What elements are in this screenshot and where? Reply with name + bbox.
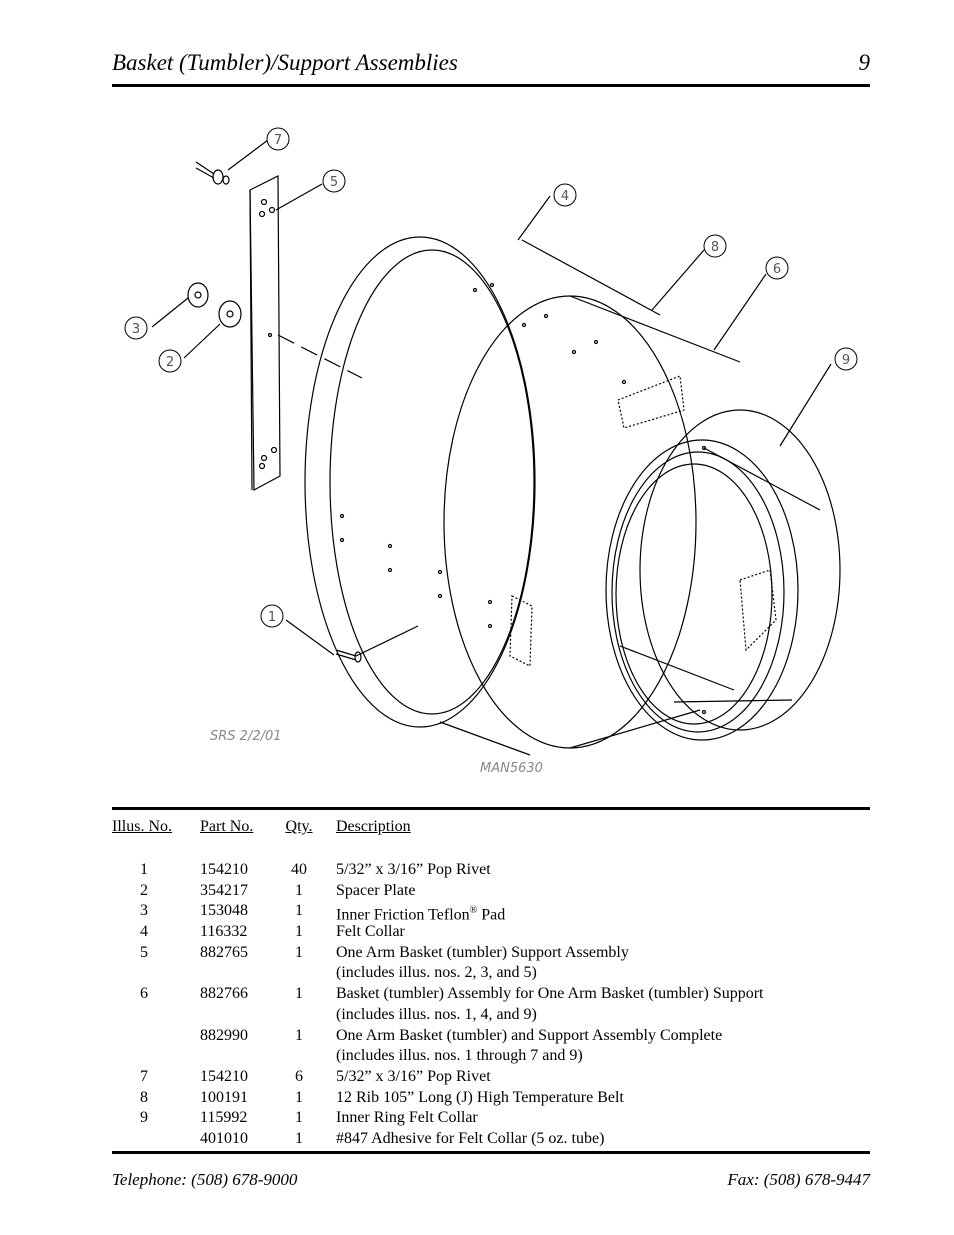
part-no-cell: 116332 [200, 923, 248, 941]
table-row: 882990 1 One Arm Basket (tumbler) and Supp… [112, 1026, 870, 1047]
table-row: (includes illus. nos. 1 through 7 and 9) [112, 1046, 870, 1067]
part-no-cell: 882765 [200, 943, 248, 961]
fax-number: Fax: (508) 678-9447 [727, 1170, 870, 1189]
qty-cell: 1 [295, 1026, 303, 1044]
table-row: 5 882765 1 One Arm Basket (tumbler) Support… [112, 943, 870, 964]
header-qty: Qty. [285, 818, 313, 835]
header-part-no: Part No. [200, 818, 254, 835]
description-cell: #847 Adhesive for Felt Collar (5 oz. tub… [336, 1129, 605, 1147]
callout-label-7: 7 [274, 133, 282, 148]
qty-cell: 1 [295, 985, 303, 1003]
description-cell: Felt Collar [336, 923, 405, 941]
callout-label-5: 5 [330, 175, 338, 190]
description-tail: Pad [477, 906, 506, 924]
part-no-cell: 401010 [200, 1129, 248, 1147]
part-no-cell: 115992 [200, 1109, 248, 1127]
table-row: 1 154210 40 5/32” x 3/16” Pop Rivet [112, 860, 870, 881]
table-row: 4 116332 1 Felt Collar [112, 922, 870, 943]
header-illus-no: Illus. No. [112, 818, 172, 835]
qty-cell: 1 [295, 923, 303, 941]
illus-no-cell: 6 [140, 985, 148, 1003]
page-number: 9 [858, 50, 871, 75]
callout-label-1: 1 [268, 610, 276, 625]
description-cell: Inner Ring Felt Collar [336, 1109, 478, 1127]
illus-no-cell: 1 [140, 861, 148, 878]
table-row: 7 154210 6 5/32” x 3/16” Pop Rivet [112, 1067, 870, 1088]
description-cell: (includes illus. nos. 1, 4, and 9) [336, 1005, 537, 1023]
qty-cell: 40 [291, 861, 307, 878]
description-cell: One Arm Basket (tumbler) and Support Ass… [336, 1026, 723, 1044]
illus-no-cell: 8 [140, 1088, 148, 1106]
qty-cell: 1 [295, 1109, 303, 1127]
qty-cell: 1 [295, 902, 303, 920]
description-cell: 5/32” x 3/16” Pop Rivet [336, 861, 491, 878]
page-header: Basket (Tumbler)/Support Assemblies 9 [112, 50, 870, 87]
part-no-cell: 354217 [200, 881, 248, 899]
part-no-cell: 154210 [200, 1067, 248, 1085]
callout-label-4: 4 [561, 189, 569, 204]
parts-table-header: Illus. No. Part No. Qty. Description [112, 818, 870, 840]
part-no-cell: 153048 [200, 902, 248, 920]
table-top-rule [112, 807, 870, 810]
callout-label-9: 9 [842, 353, 850, 368]
description-cell: (includes illus. nos. 1 through 7 and 9) [336, 1047, 583, 1065]
qty-cell: 1 [295, 1129, 303, 1147]
illus-no-cell: 2 [140, 881, 148, 899]
description-cell: 5/32” x 3/16” Pop Rivet [336, 1067, 491, 1085]
table-row: 8 100191 1 12 Rib 105” Long (J) High Temper… [112, 1088, 870, 1109]
drawn-by-label: SRS 2/2/01 [210, 729, 282, 744]
drawing-number-label: MAN5630 [480, 761, 543, 776]
table-bottom-rule [112, 1151, 870, 1154]
description-cell: 12 Rib 105” Long (J) High Temperature Be… [336, 1088, 624, 1106]
callout-label-3: 3 [132, 322, 140, 337]
illus-no-cell: 7 [140, 1067, 148, 1085]
table-row: 9 115992 1 Inner Ring Felt Collar [112, 1108, 870, 1129]
qty-cell: 1 [295, 943, 303, 961]
telephone-number: Telephone: (508) 678-9000 [112, 1170, 298, 1189]
part-no-cell: 882766 [200, 985, 248, 1003]
table-row: 401010 1 #847 Adhesive for Felt Collar (5 … [112, 1129, 870, 1150]
part-no-cell: 100191 [200, 1088, 248, 1106]
table-row: (includes illus. nos. 1, 4, and 9) [112, 1005, 870, 1026]
table-row: (includes illus. nos. 2, 3, and 5) [112, 963, 870, 984]
exploded-parts-drawing: 7 5 4 8 6 9 3 2 1 SRS 2/2/01 MAN5630 [124, 127, 858, 776]
description-cell: (includes illus. nos. 2, 3, and 5) [336, 964, 537, 982]
table-row: 6 882766 1 Basket (tumbler) Assembly for On… [112, 984, 870, 1005]
qty-cell: 1 [295, 1088, 303, 1106]
description-cell: One Arm Basket (tumbler) Support Assembl… [336, 943, 629, 961]
part-no-cell: 882990 [200, 1026, 248, 1044]
callout-label-2: 2 [166, 355, 174, 370]
callout-label-8: 8 [711, 240, 719, 255]
header-description: Description [336, 818, 411, 835]
illus-no-cell: 4 [140, 923, 148, 941]
qty-cell: 6 [295, 1067, 303, 1085]
table-row: 2 354217 1 Spacer Plate [112, 881, 870, 902]
illus-no-cell: 5 [140, 943, 148, 961]
description-cell: Inner Friction Teflon® Pad [336, 905, 506, 924]
illus-no-cell: 9 [140, 1109, 148, 1127]
description-cell: Basket (tumbler) Assembly for One Arm Ba… [336, 985, 764, 1003]
illus-no-cell: 3 [140, 902, 148, 920]
qty-cell: 1 [295, 881, 303, 899]
callout-label-6: 6 [773, 262, 781, 277]
part-no-cell: 154210 [200, 861, 248, 878]
registered-mark: ® [469, 905, 478, 917]
table-row: 3 153048 1 Inner Friction Teflon® Pad [112, 901, 870, 923]
description-cell: Spacer Plate [336, 881, 416, 899]
page-title: Basket (Tumbler)/Support Assemblies [112, 50, 458, 75]
